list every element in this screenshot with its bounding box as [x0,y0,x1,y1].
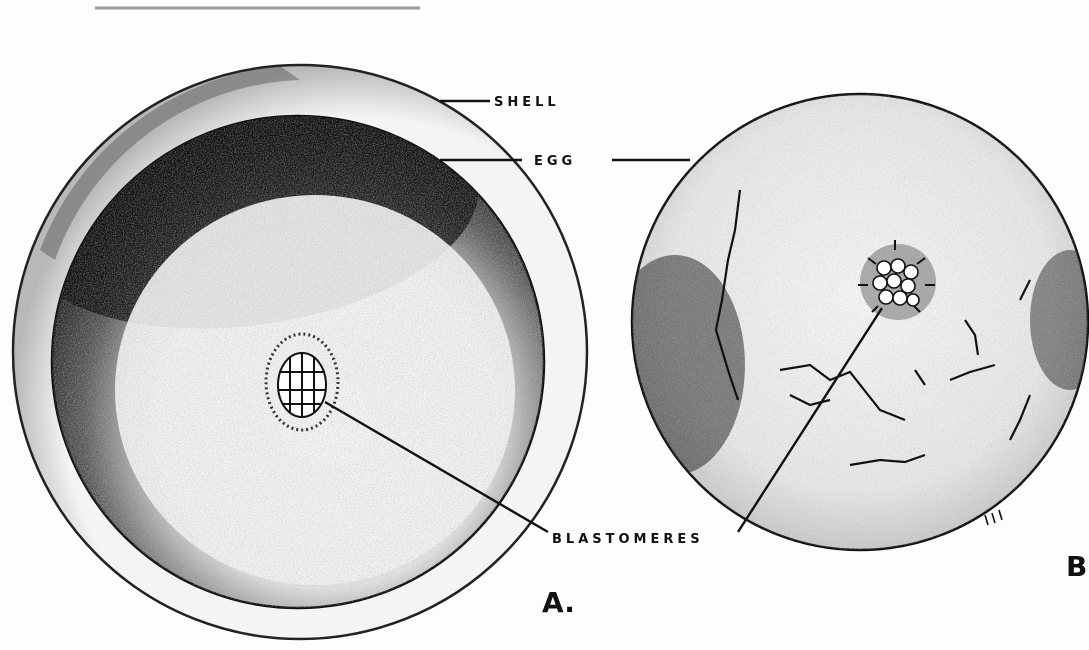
egg-label: EGG [534,154,576,169]
panel-b-drawing [600,80,1089,560]
panel-a-label: A. [542,586,575,619]
shell-label: SHELL [494,95,560,110]
panel-b-label: B [1066,550,1087,583]
blastomeres-label: BLASTOMERES [552,532,704,547]
